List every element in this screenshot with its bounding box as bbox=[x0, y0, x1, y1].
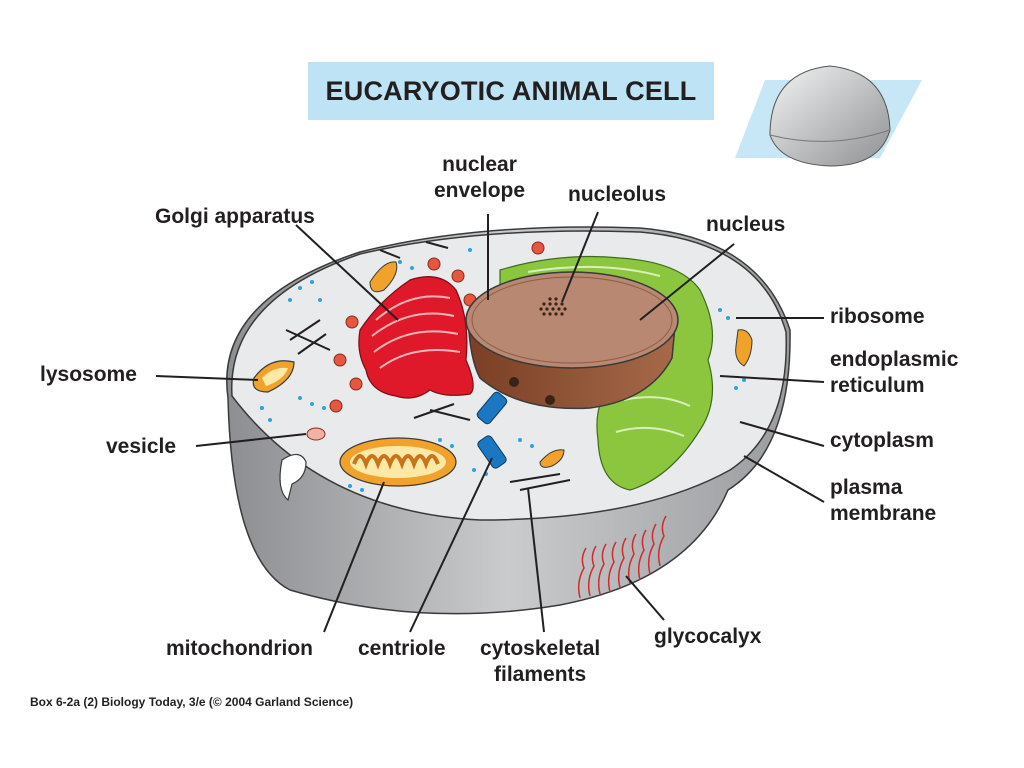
vesicles bbox=[306, 241, 545, 441]
cell-thumbnail-icon bbox=[735, 65, 922, 167]
small-mitochondria bbox=[369, 261, 753, 468]
label-nuclear-envelope: nuclear envelope bbox=[434, 153, 526, 202]
leader-golgi bbox=[295, 224, 399, 321]
label-cytoskeletal-filaments: cytoskeletal filaments bbox=[480, 637, 601, 686]
leader-lines bbox=[155, 211, 825, 633]
mitochondrion bbox=[339, 437, 457, 487]
label-plasma-membrane: plasma membrane bbox=[830, 476, 937, 525]
glycocalyx bbox=[577, 515, 667, 599]
leader-vesicle bbox=[195, 433, 307, 447]
leader-plasma-membrane bbox=[743, 455, 825, 503]
leader-mitochondrion bbox=[323, 481, 385, 633]
label-lysosome: lysosome bbox=[40, 363, 137, 386]
golgi-apparatus bbox=[358, 276, 474, 399]
figure-caption: Box 6-2a (2) Biology Today, 3/e (© 2004 … bbox=[30, 695, 354, 709]
leader-cytoskeletal bbox=[527, 487, 545, 633]
title-box: EUCARYOTIC ANIMAL CELL bbox=[308, 62, 714, 120]
centriole bbox=[476, 391, 508, 469]
leader-er bbox=[719, 375, 825, 383]
leader-nucleolus bbox=[561, 211, 599, 303]
leader-cytoplasm bbox=[739, 421, 825, 447]
label-mitochondrion: mitochondrion bbox=[166, 637, 313, 660]
label-centriole: centriole bbox=[358, 637, 446, 660]
label-nucleolus: nucleolus bbox=[568, 183, 667, 206]
leader-lysosome bbox=[155, 375, 259, 381]
label-cytoplasm: cytoplasm bbox=[830, 429, 934, 452]
leader-nucleus bbox=[639, 243, 735, 321]
label-glycocalyx: glycocalyx bbox=[654, 625, 762, 648]
page-title: EUCARYOTIC ANIMAL CELL bbox=[325, 75, 697, 106]
ribosomes bbox=[260, 248, 746, 492]
lysosome bbox=[252, 360, 295, 393]
label-vesicle: vesicle bbox=[106, 435, 177, 458]
label-nucleus: nucleus bbox=[706, 213, 786, 236]
label-endoplasmic-reticulum: endoplasmic reticulum bbox=[830, 348, 959, 397]
cytoskeletal-filaments bbox=[285, 241, 571, 491]
nucleolus bbox=[539, 297, 567, 316]
leader-glycocalyx bbox=[625, 575, 665, 621]
leader-centriole bbox=[409, 457, 493, 633]
label-ribosome: ribosome bbox=[830, 305, 925, 328]
label-golgi-apparatus: Golgi apparatus bbox=[155, 205, 315, 228]
nucleus bbox=[465, 271, 679, 410]
